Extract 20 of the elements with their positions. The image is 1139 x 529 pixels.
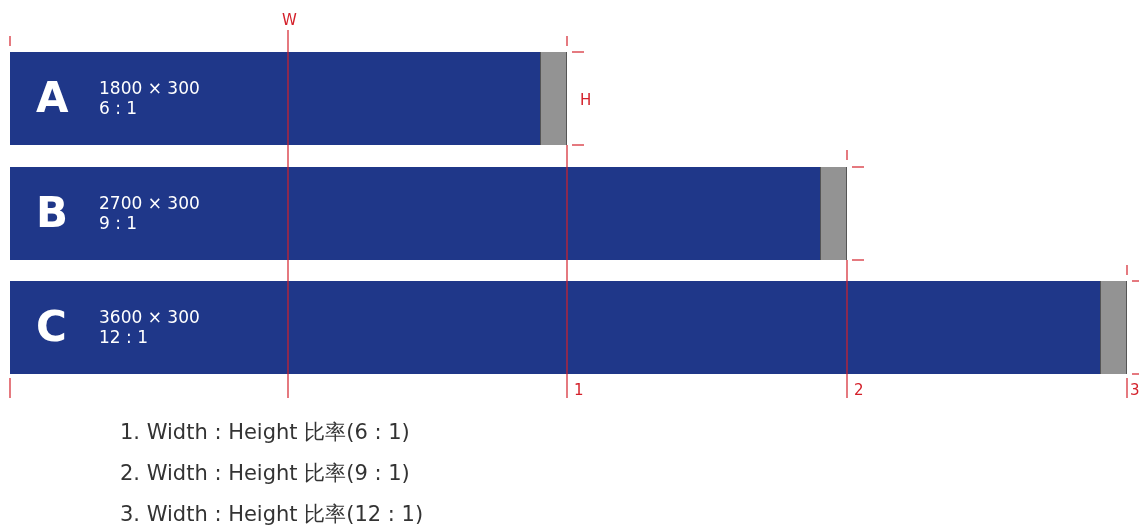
bar [10, 52, 567, 145]
bar [10, 281, 1127, 374]
dimension-label: W [282, 11, 297, 29]
dimension-label: 3 [1130, 381, 1139, 399]
dimension-label: H [580, 91, 592, 109]
ratio-text: 6 : 1 [99, 98, 138, 118]
note-text: 1. Width : Height 比率(6 : 1) [120, 419, 410, 445]
dimension-label: 1 [574, 381, 584, 399]
note-text: 3. Width : Height 比率(12 : 1) [120, 501, 424, 527]
bar [10, 167, 847, 260]
bar-letter: A [36, 72, 69, 124]
size-text: 2700 × 300 [99, 193, 200, 213]
size-text: 3600 × 300 [99, 307, 200, 327]
size-text: 1800 × 300 [99, 78, 200, 98]
note-text: 2. Width : Height 比率(9 : 1) [120, 460, 410, 486]
bar-letter: B [36, 187, 68, 239]
ratio-text: 9 : 1 [99, 213, 138, 233]
ratio-text: 12 : 1 [99, 327, 148, 347]
bar-letter: C [36, 301, 67, 353]
dimension-label: 2 [854, 381, 864, 399]
